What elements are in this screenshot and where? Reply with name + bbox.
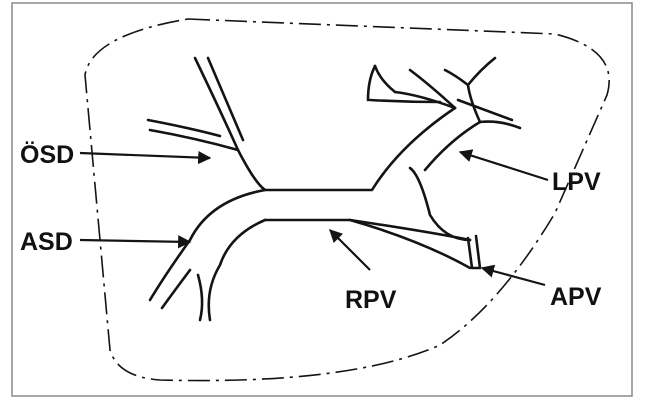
vessel-osd-branch bbox=[150, 130, 238, 150]
vessel-lower-outline bbox=[265, 220, 470, 240]
label-arrows bbox=[80, 152, 548, 285]
arrow-lpv bbox=[460, 152, 548, 180]
label-lpv: LPV bbox=[552, 168, 601, 196]
label-rpv: RPV bbox=[345, 286, 397, 314]
vessel-right-branch-6 bbox=[445, 70, 468, 85]
vessel-upper-outline bbox=[195, 58, 455, 190]
label-asd: ASD bbox=[20, 228, 73, 256]
figure-frame bbox=[12, 3, 632, 396]
vessel-asd-branch-2 bbox=[209, 220, 265, 320]
label-osd: ÖSD bbox=[20, 140, 74, 169]
arrow-asd bbox=[80, 240, 190, 242]
vessel-lpv-outline bbox=[410, 168, 470, 240]
arrow-apv bbox=[482, 268, 545, 285]
vessel-tree bbox=[148, 58, 520, 320]
vessel-lpv-inner bbox=[425, 122, 480, 170]
vessel-right-branch-5 bbox=[468, 58, 495, 85]
vessel-right-branch-8 bbox=[458, 100, 512, 120]
liver-outline bbox=[85, 19, 609, 381]
vessel-right-branch-9 bbox=[375, 66, 395, 92]
arrow-rpv bbox=[330, 230, 370, 270]
vessel-asd-branch bbox=[150, 190, 265, 300]
arrow-osd bbox=[80, 153, 210, 158]
vessel-right-branch-10 bbox=[368, 66, 375, 100]
vessel-asd-fork-2 bbox=[198, 275, 202, 320]
label-apv: APV bbox=[550, 283, 602, 311]
vessel-osd-branch-2 bbox=[148, 120, 220, 136]
vessel-right-branch-7 bbox=[480, 122, 520, 128]
vessel-apv-lower bbox=[350, 220, 470, 268]
